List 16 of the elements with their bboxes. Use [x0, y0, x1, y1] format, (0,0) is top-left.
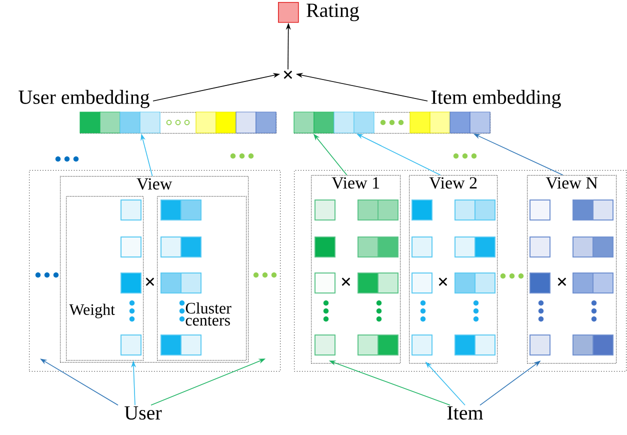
rating-label: Rating: [306, 4, 359, 22]
multiply-sign: ×: [438, 278, 448, 286]
cluster-box: Cluster centers: [157, 196, 247, 361]
user-panel: [29, 170, 281, 372]
multiply-sign: ×: [342, 278, 350, 286]
multiply-sign: ×: [558, 278, 566, 286]
embedding-bar: [80, 112, 277, 134]
embedding-label: User embedding: [18, 90, 150, 108]
embedding-label: Item embedding: [431, 90, 561, 108]
item-panel: [294, 170, 627, 372]
multiply-sign: ×: [284, 70, 292, 79]
user-label: User: [124, 406, 162, 420]
multiply-sign: ×: [146, 278, 154, 286]
item-label: Item: [447, 406, 484, 420]
weight-box: Weight: [66, 196, 144, 361]
embedding-bar: [294, 112, 491, 134]
